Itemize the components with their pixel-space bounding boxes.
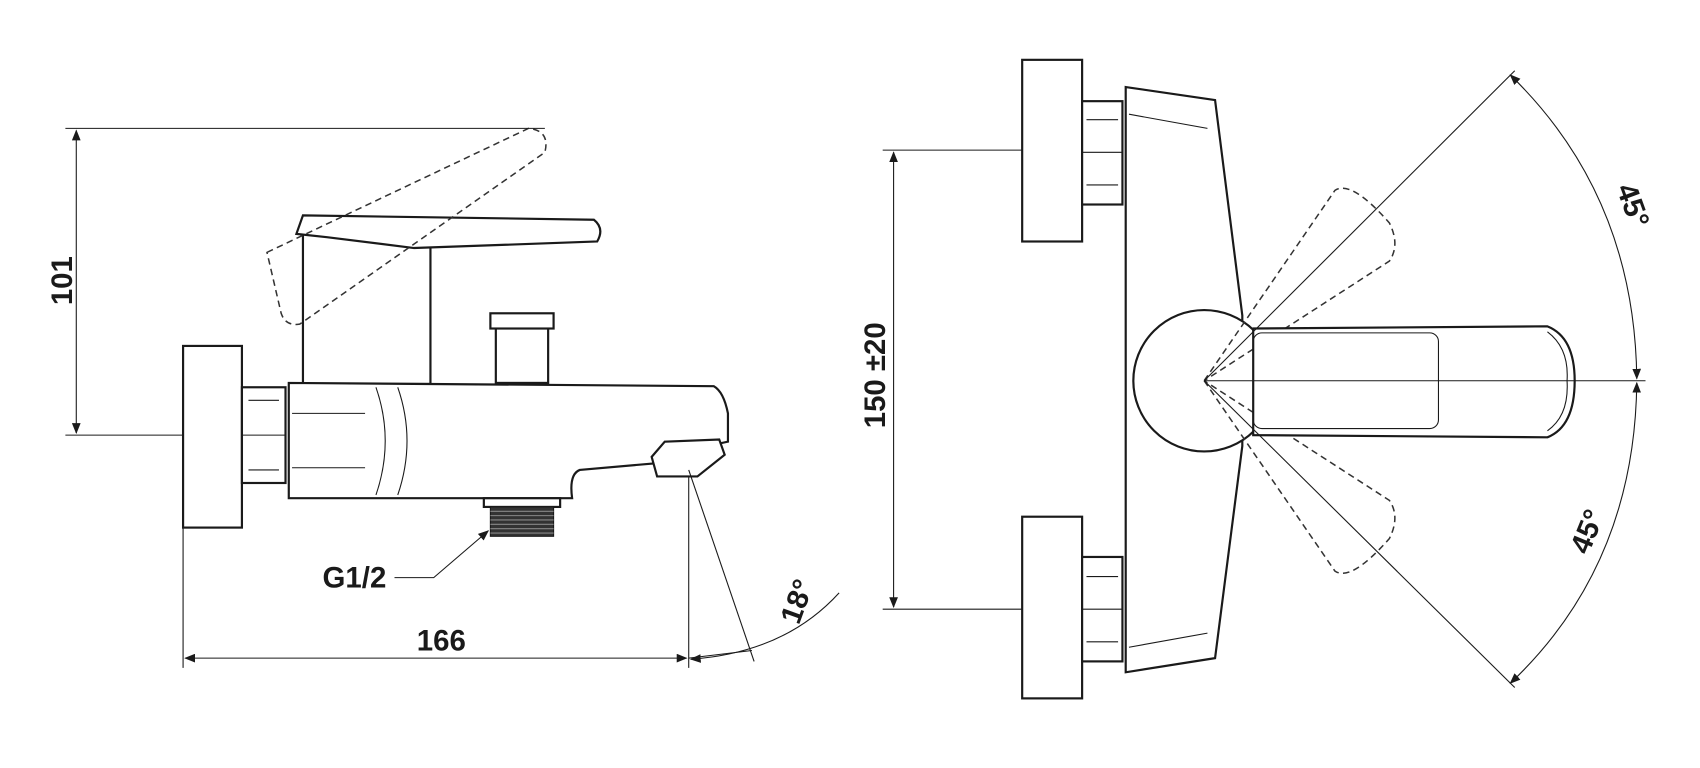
thread-connector: [482, 497, 562, 537]
side-view: G1/2 101 166 18°: [46, 127, 840, 668]
center-distance-label: 150 ±20: [859, 322, 892, 428]
wall-flange-top: [1021, 58, 1084, 243]
spout-body: [287, 381, 730, 500]
angle-line-down: [1203, 380, 1516, 688]
arc-up: [1509, 74, 1642, 380]
lever-down-dashed: [1203, 380, 1396, 575]
dimension-length: 166: [182, 476, 752, 668]
thread-leader: [394, 530, 490, 579]
hex-nut-side: [240, 386, 287, 485]
spout-angle-label: 18°: [774, 575, 820, 628]
front-view: 45° 45° 150 ±20: [859, 58, 1656, 700]
lever-raised-dashed: [266, 127, 547, 326]
wall-flange-bottom: [1021, 515, 1084, 700]
arc-down: [1509, 381, 1642, 684]
hex-nut-bottom: [1081, 555, 1124, 663]
diverter-knob: [489, 312, 555, 385]
thread-label: G1/2: [323, 561, 387, 594]
plate-bevel: [1128, 113, 1208, 648]
dimension-height: 101: [46, 127, 545, 436]
lever-side: [294, 214, 602, 250]
wall-flange-side: [181, 344, 244, 529]
angle-line-up: [1203, 70, 1516, 382]
dimension-spout-angle: 18°: [688, 469, 840, 663]
aerator: [650, 438, 726, 478]
height-label: 101: [46, 256, 79, 305]
hex-nut-top: [1081, 100, 1124, 206]
length-label: 166: [417, 625, 466, 658]
lever-up-dashed: [1203, 187, 1396, 382]
dimension-center-distance: 150 ±20: [859, 149, 1023, 610]
angle-up-label: 45°: [1610, 179, 1656, 232]
lever-front: [1252, 325, 1576, 439]
body-contours: [292, 387, 408, 496]
